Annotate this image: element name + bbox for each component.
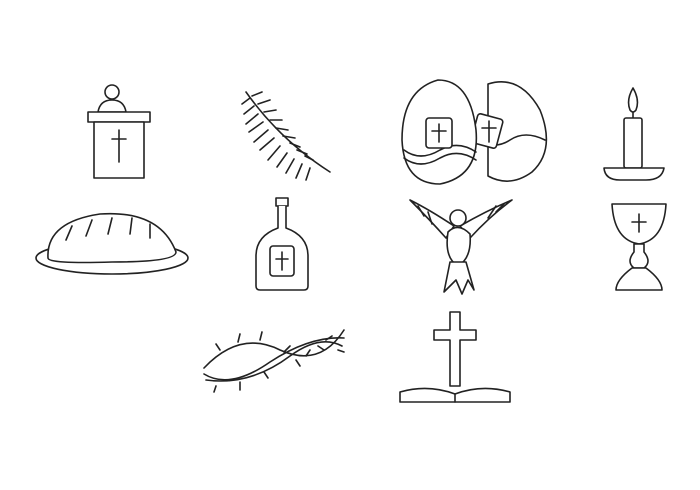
cross-bible-icon <box>399 311 511 403</box>
crown-of-thorns-icon <box>203 329 345 393</box>
easter-eggs-icon <box>401 79 548 185</box>
bread-icon <box>35 212 189 275</box>
holy-water-bottle-icon <box>255 197 309 291</box>
candle-icon <box>603 87 665 181</box>
chalice-icon <box>611 203 667 291</box>
pulpit-icon <box>87 84 151 179</box>
palm-leaf-icon <box>241 91 331 181</box>
dove-icon <box>409 199 513 295</box>
